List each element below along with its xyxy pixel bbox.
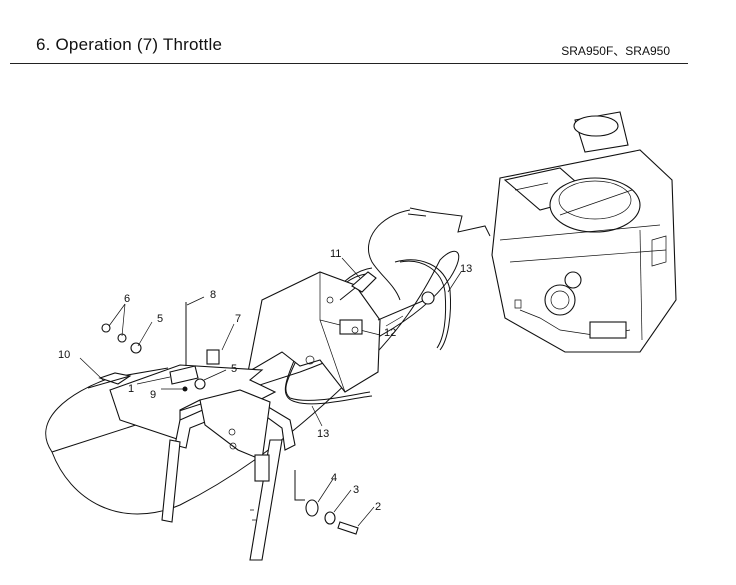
callout-4: 4	[331, 472, 337, 484]
cable-rod	[377, 299, 426, 321]
callout-11: 11	[330, 248, 341, 260]
throttle-bracket	[247, 271, 381, 393]
callout-8: 8	[210, 289, 216, 301]
callout-12: 12	[384, 327, 396, 339]
throttle-lever	[351, 271, 377, 293]
page-title: 6. Operation (7) Throttle	[36, 35, 223, 54]
callout-13a: 13	[460, 263, 472, 275]
handle-frame	[161, 389, 296, 561]
callout-9: 9	[150, 389, 156, 401]
callout-2: 2	[375, 501, 381, 513]
callout-10: 10	[58, 349, 70, 361]
callout-7: 7	[235, 313, 241, 325]
leader-lines	[79, 257, 462, 527]
callout-3: 3	[353, 484, 359, 496]
callout-5a: 5	[157, 313, 163, 325]
callout-1: 1	[128, 383, 134, 395]
header-rule	[10, 63, 688, 64]
callout-5b: 5	[231, 363, 237, 375]
callout-6: 6	[124, 293, 130, 305]
model-numbers: SRA950F、SRA950	[561, 44, 670, 58]
engine-assembly	[491, 111, 677, 353]
callout-labels: 1 2 3 4 5 5 6 7 8 9 10 11 12 13 13	[58, 248, 472, 513]
engine-link-rod	[409, 207, 491, 237]
small-hardware-bottom	[294, 470, 359, 535]
small-hardware-left	[87, 302, 220, 392]
callout-13b: 13	[317, 428, 329, 440]
